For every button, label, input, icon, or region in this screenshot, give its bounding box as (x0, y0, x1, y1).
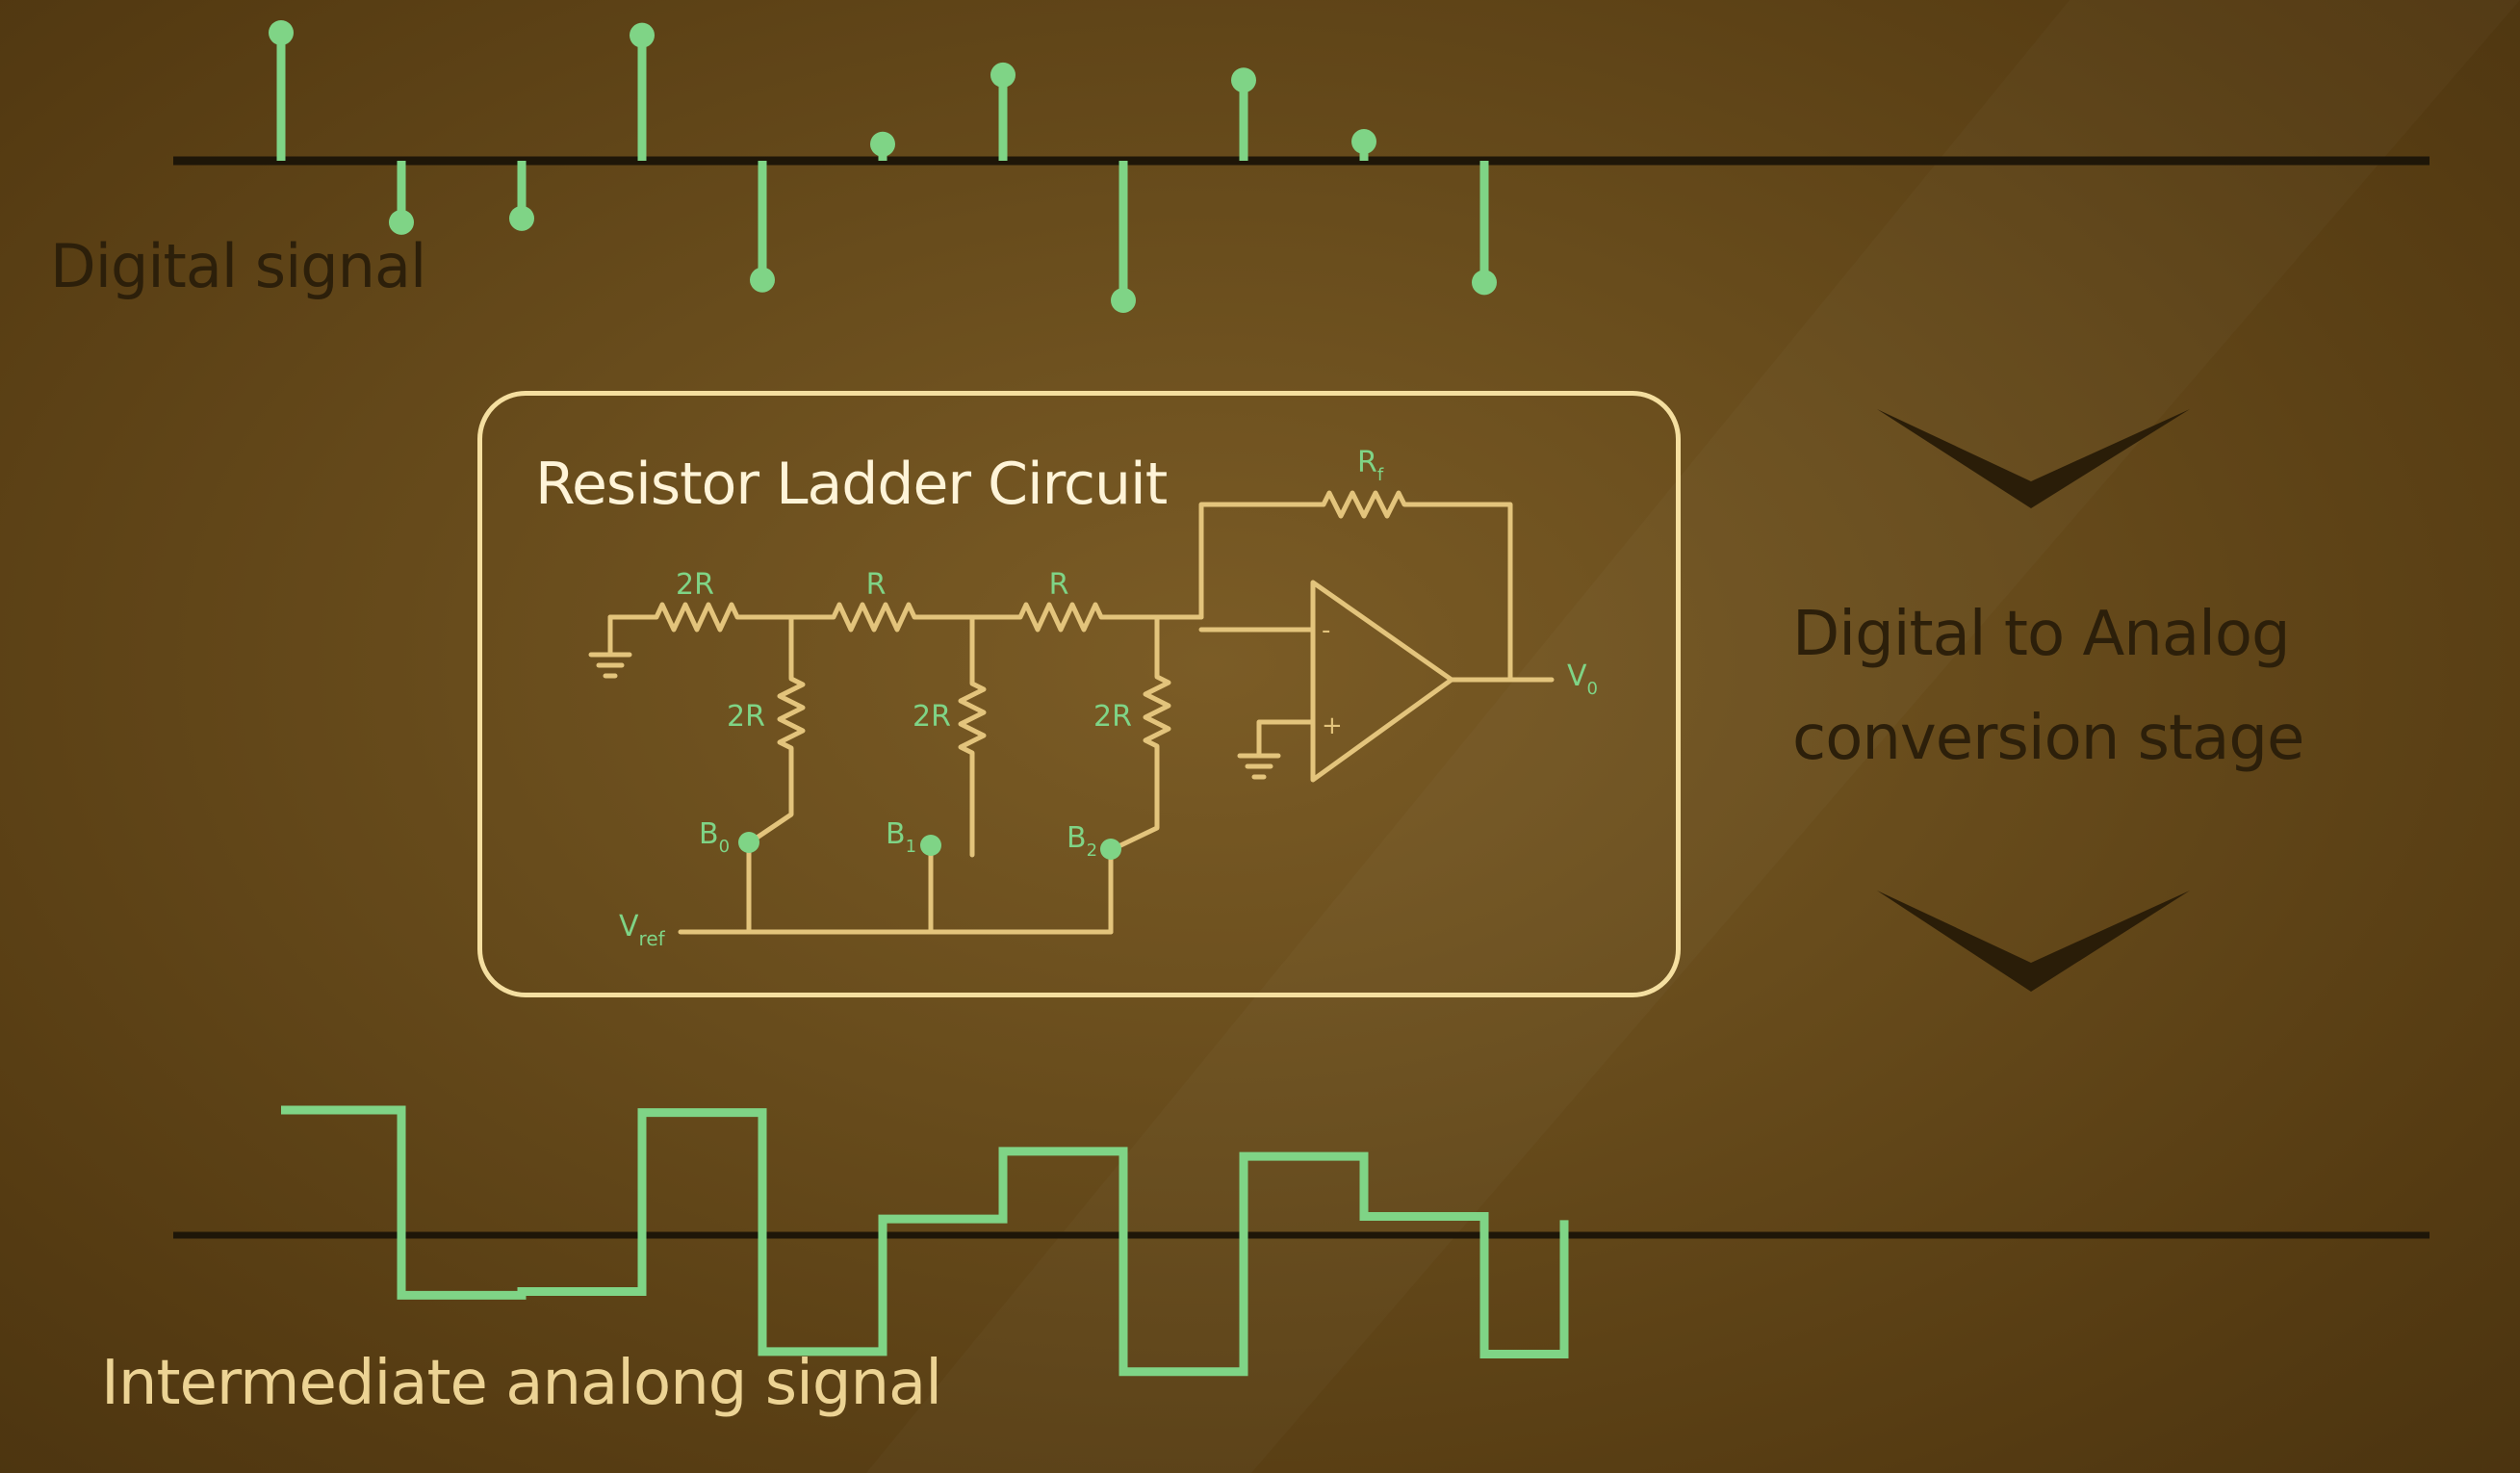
digital-sample-point-1 (389, 209, 414, 235)
chevron-down-icon (1877, 891, 2190, 992)
bit-terminals (738, 832, 1121, 860)
circuit-frame (477, 391, 1681, 997)
opamp-triangle (1310, 580, 1454, 783)
resistor-label-2r-horizontal: 2R (676, 568, 714, 602)
bit-terminal-b0 (738, 832, 759, 853)
resistor-2r-horizontal (607, 602, 794, 633)
digital-sample-point-3 (630, 22, 655, 48)
digital-sample-point-2 (509, 205, 534, 231)
vout-label: V0 (1567, 659, 1598, 699)
analog-signal-label: Intermediate analong signal (101, 1348, 942, 1419)
vref-label: Vref (619, 910, 666, 950)
resistor-label-r-horizontal-2: R (1049, 568, 1069, 602)
opamp-minus-label: - (1322, 616, 1330, 645)
digital-signal-label: Digital signal (50, 231, 426, 301)
stage-label-line1: Digital to Analog (1792, 599, 2291, 670)
analog-staircase-signal (281, 1105, 1569, 1377)
digital-sample-point-5 (870, 131, 895, 157)
stage-label-line2: conversion stage (1792, 703, 2304, 774)
resistor-ladder-schematic (588, 490, 1555, 935)
digital-sample-point-10 (1472, 270, 1497, 296)
digital-sample-point-7 (1111, 287, 1136, 313)
resistor-label-r-horizontal-1: R (866, 568, 887, 602)
resistor-r-horizontal-1 (788, 602, 978, 633)
resistor-r-horizontal-2 (972, 602, 1204, 633)
resistor-2r-vertical-2 (1110, 614, 1171, 852)
resistor-label-2r-vertical-1: 2R (913, 700, 951, 734)
bit-terminal-b2 (1100, 839, 1121, 860)
bit-label-b1: B1 (886, 817, 916, 857)
digital-sample-point-4 (750, 267, 775, 293)
resistor-2r-vertical-1 (958, 614, 987, 858)
opamp-plus-label: + (1322, 711, 1343, 740)
digital-sample-point-0 (269, 20, 294, 45)
bit-label-b0: B0 (699, 817, 730, 857)
resistor-2r-vertical-0 (747, 614, 806, 845)
bit-label-b2: B2 (1067, 821, 1097, 861)
chevron-down-icon (1877, 409, 2190, 508)
feedback-resistor-label: Rf (1357, 446, 1384, 485)
resistor-rf-feedback (1321, 490, 1513, 682)
circuit-title: Resistor Ladder Circuit (535, 451, 1168, 518)
digital-sample-point-8 (1231, 67, 1256, 93)
digital-sample-point-6 (990, 62, 1016, 88)
digital-sample-point-9 (1351, 129, 1376, 155)
bit-terminal-b1 (920, 835, 941, 856)
digital-stem-plot (269, 20, 1497, 313)
resistor-label-2r-vertical-0: 2R (727, 700, 765, 734)
resistor-label-2r-vertical-2: 2R (1093, 700, 1132, 734)
